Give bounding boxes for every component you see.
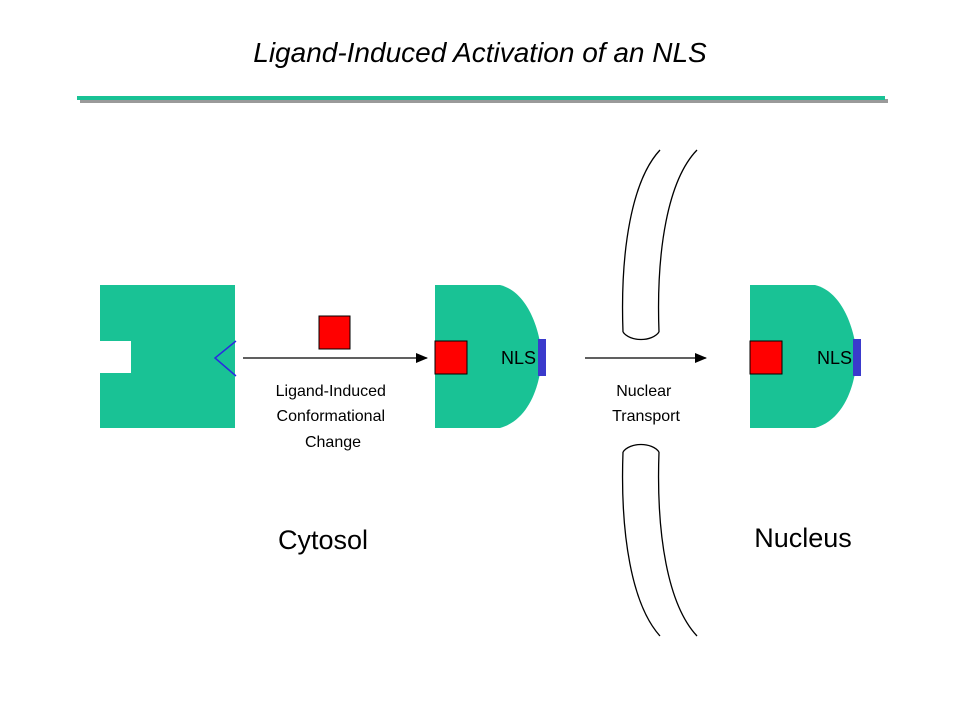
nls-label-middle: NLS bbox=[501, 348, 536, 368]
step2-label-line2: Transport bbox=[612, 408, 680, 425]
active-receptor-shape bbox=[435, 285, 542, 428]
envelope-pore-cap-upper bbox=[622, 331, 660, 341]
ligand-pocket-outline bbox=[213, 340, 237, 377]
bound-ligand-square bbox=[434, 340, 468, 375]
slide-title: Ligand-Induced Activation of an NLS bbox=[253, 37, 707, 68]
step1-label-line3: Change bbox=[305, 434, 361, 451]
inactive-receptor-shape bbox=[100, 285, 235, 428]
nls-signal-bar bbox=[538, 339, 546, 376]
ligand-square bbox=[318, 315, 351, 350]
step2-label: Nuclear Transport bbox=[612, 383, 680, 425]
nuclear-receptor-shape bbox=[750, 285, 857, 428]
envelope-pore-cap-lower bbox=[622, 443, 660, 453]
envelope-lower-inner bbox=[621, 451, 661, 637]
nucleus-label: Nucleus bbox=[754, 523, 852, 553]
nuclear-envelope-arcs bbox=[621, 149, 698, 637]
step1-label-line2: Conformational bbox=[277, 408, 386, 425]
nls-label-right: NLS bbox=[817, 348, 852, 368]
step1-label: Ligand-Induced Conformational Change bbox=[276, 383, 391, 451]
envelope-lower-outer bbox=[657, 451, 698, 637]
nuclear-nls-signal-bar bbox=[853, 339, 861, 376]
cytosol-label: Cytosol bbox=[278, 525, 368, 555]
envelope-upper-outer bbox=[657, 149, 698, 333]
step1-label-line1: Ligand-Induced bbox=[276, 383, 386, 400]
nuclear-bound-ligand-square bbox=[749, 340, 783, 375]
envelope-upper-inner bbox=[621, 149, 661, 333]
step2-label-line1: Nuclear bbox=[616, 383, 672, 400]
